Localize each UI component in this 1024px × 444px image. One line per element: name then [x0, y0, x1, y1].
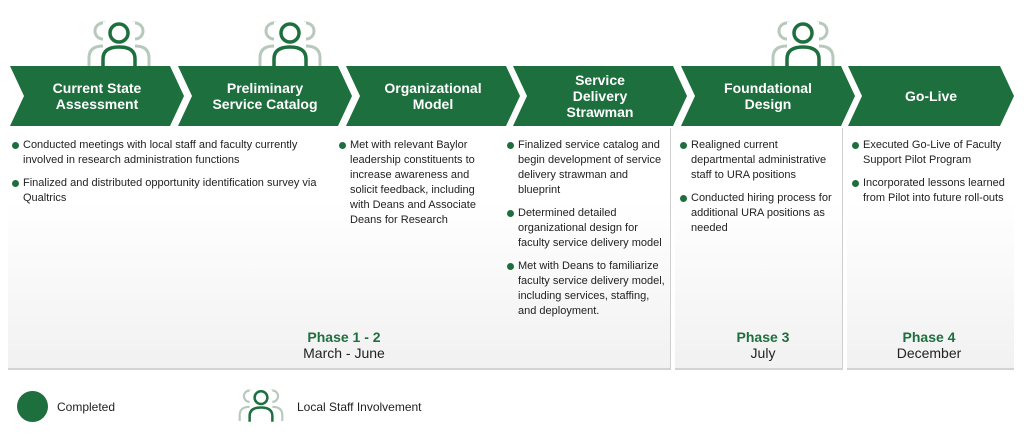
bullet-item: Executed Go-Live of Faculty Support Pilo… [852, 138, 1017, 168]
legend-staff-label: Local Staff Involvement [297, 400, 422, 414]
staff-involvement-icon [765, 16, 841, 68]
phase-box-4 [847, 128, 1014, 370]
phase-label-3: Phase 3 July [698, 329, 828, 361]
stage-label: Foundational Design [724, 80, 812, 112]
bullet-dot [507, 142, 514, 149]
bullet-dot [852, 142, 859, 149]
stage-chevron-service-delivery: Service Delivery Strawman [513, 66, 687, 126]
bullet-item: Conducted meetings with local staff and … [12, 138, 337, 168]
stage-chevron-preliminary: Preliminary Service Catalog [178, 66, 352, 126]
phase-dates: March - June [303, 345, 385, 361]
phase-label-4: Phase 4 December [864, 329, 994, 361]
stage-chevron-go-live: Go-Live [848, 66, 1014, 126]
stage-label: Service Delivery Strawman [566, 72, 634, 120]
legend-completed-label: Completed [57, 400, 116, 414]
bullet-dot [339, 142, 346, 149]
bullet-list-organizational: Met with relevant Baylor leadership cons… [339, 138, 496, 236]
bullet-item: Finalized service catalog and begin deve… [507, 138, 667, 198]
bullet-item: Finalized and distributed opportunity id… [12, 176, 337, 206]
bullet-dot [680, 142, 687, 149]
phase-dates: July [750, 345, 776, 361]
staff-involvement-icon [252, 16, 328, 68]
bullet-dot [507, 263, 514, 270]
bullet-item: Determined detailed organizational desig… [507, 206, 667, 251]
phase-name: Phase 1 - 2 [307, 329, 381, 345]
phase-name: Phase 3 [736, 329, 790, 345]
phase-box-3 [675, 128, 843, 370]
bullet-dot [852, 180, 859, 187]
bullet-list-foundational: Realigned current departmental administr… [680, 138, 840, 244]
staff-involvement-icon [81, 16, 157, 68]
staff-involvement-legend-icon [234, 385, 288, 425]
stage-chevron-organizational: Organizational Model [346, 66, 520, 126]
phase-dates: December [896, 345, 962, 361]
bullet-list-go-live: Executed Go-Live of Faculty Support Pilo… [852, 138, 1017, 214]
completed-legend-icon [17, 391, 48, 422]
bullet-item: Conducted hiring process for additional … [680, 191, 840, 236]
stage-chevron-foundational: Foundational Design [681, 66, 855, 126]
bullet-item: Met with relevant Baylor leadership cons… [339, 138, 496, 228]
bullet-list-service-delivery: Finalized service catalog and begin deve… [507, 138, 667, 327]
bullet-dot [507, 210, 514, 217]
bullet-dot [680, 195, 687, 202]
bullet-item: Realigned current departmental administr… [680, 138, 840, 183]
phase-label-1-2: Phase 1 - 2 March - June [279, 329, 409, 361]
phase-box-1-2 [8, 128, 671, 370]
stage-label: Go-Live [904, 88, 958, 104]
stage-label: Preliminary Service Catalog [212, 80, 318, 112]
bullet-dot [12, 142, 19, 149]
bullet-list-current-state: Conducted meetings with local staff and … [12, 138, 337, 214]
phase-name: Phase 4 [902, 329, 956, 345]
stage-chevron-current-state: Current State Assessment [10, 66, 184, 126]
stage-label: Current State Assessment [52, 80, 142, 112]
bullet-item: Incorporated lessons learned from Pilot … [852, 176, 1017, 206]
stage-label: Organizational Model [384, 80, 482, 112]
bullet-item: Met with Deans to familiarize faculty se… [507, 259, 667, 319]
bullet-dot [12, 180, 19, 187]
